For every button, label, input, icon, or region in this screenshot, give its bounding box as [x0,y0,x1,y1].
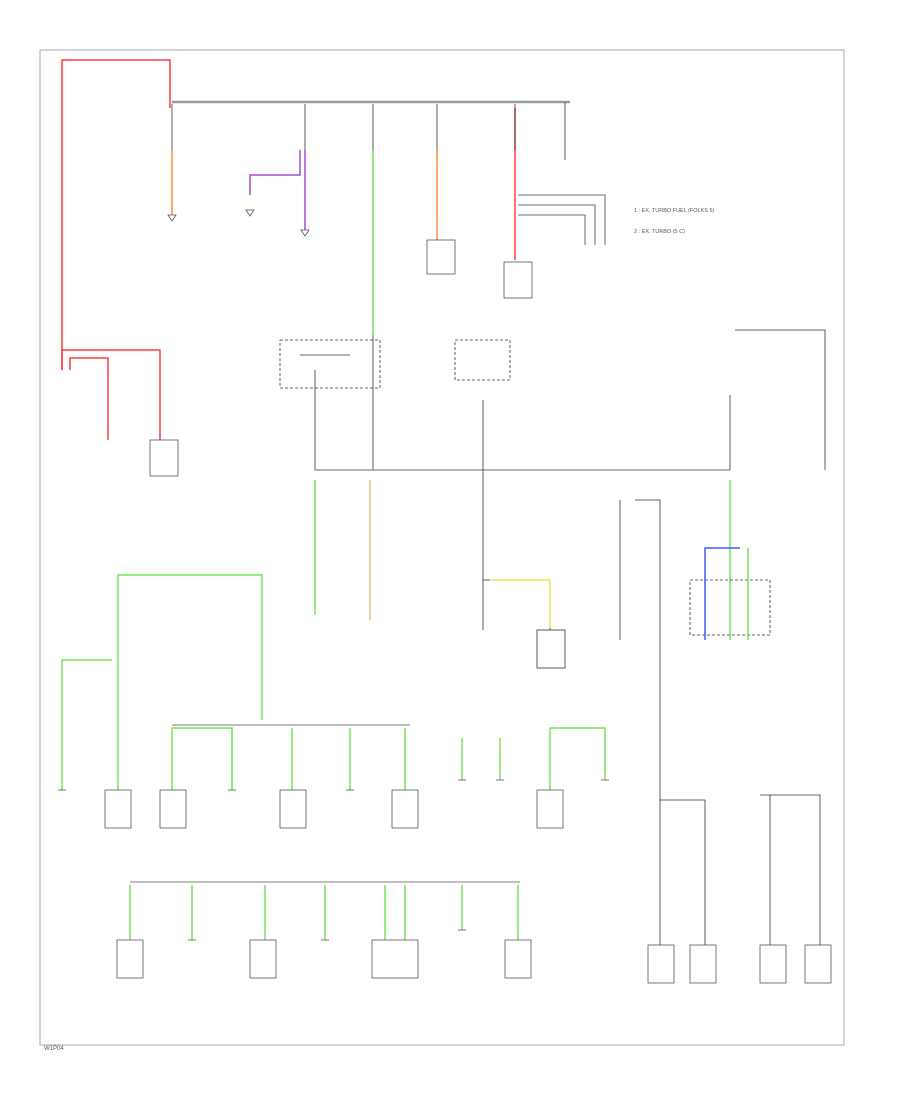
connectors-row-2 [116,939,832,984]
ground-symbols-top [167,209,310,237]
connectors-row-1 [104,789,564,829]
blue-wire [704,547,740,640]
top-components [149,239,533,477]
right-mid-branch [619,499,771,800]
diagram-frame [39,49,845,1046]
legend-item-2: 2 : EX. TURBO (5 C) [634,229,685,235]
lower-right-branch [659,794,821,945]
yellow-wire [490,579,551,628]
purple-wire [249,150,301,195]
green-mid-wires [314,480,731,640]
fuse-drops [171,102,566,160]
legend-item-1: 1 : EX. TURBO FUEL (FOLKS 5) [634,208,715,214]
mid-drops [482,329,826,470]
right-top-connectors [518,194,606,245]
ground-symbols-lower [58,779,609,941]
green-lower-network [61,574,606,940]
center-branch [482,470,566,669]
relay-block [279,335,511,470]
diagram-reference-id: W1P04 [44,1046,64,1052]
gray-lower-bus [130,724,520,883]
